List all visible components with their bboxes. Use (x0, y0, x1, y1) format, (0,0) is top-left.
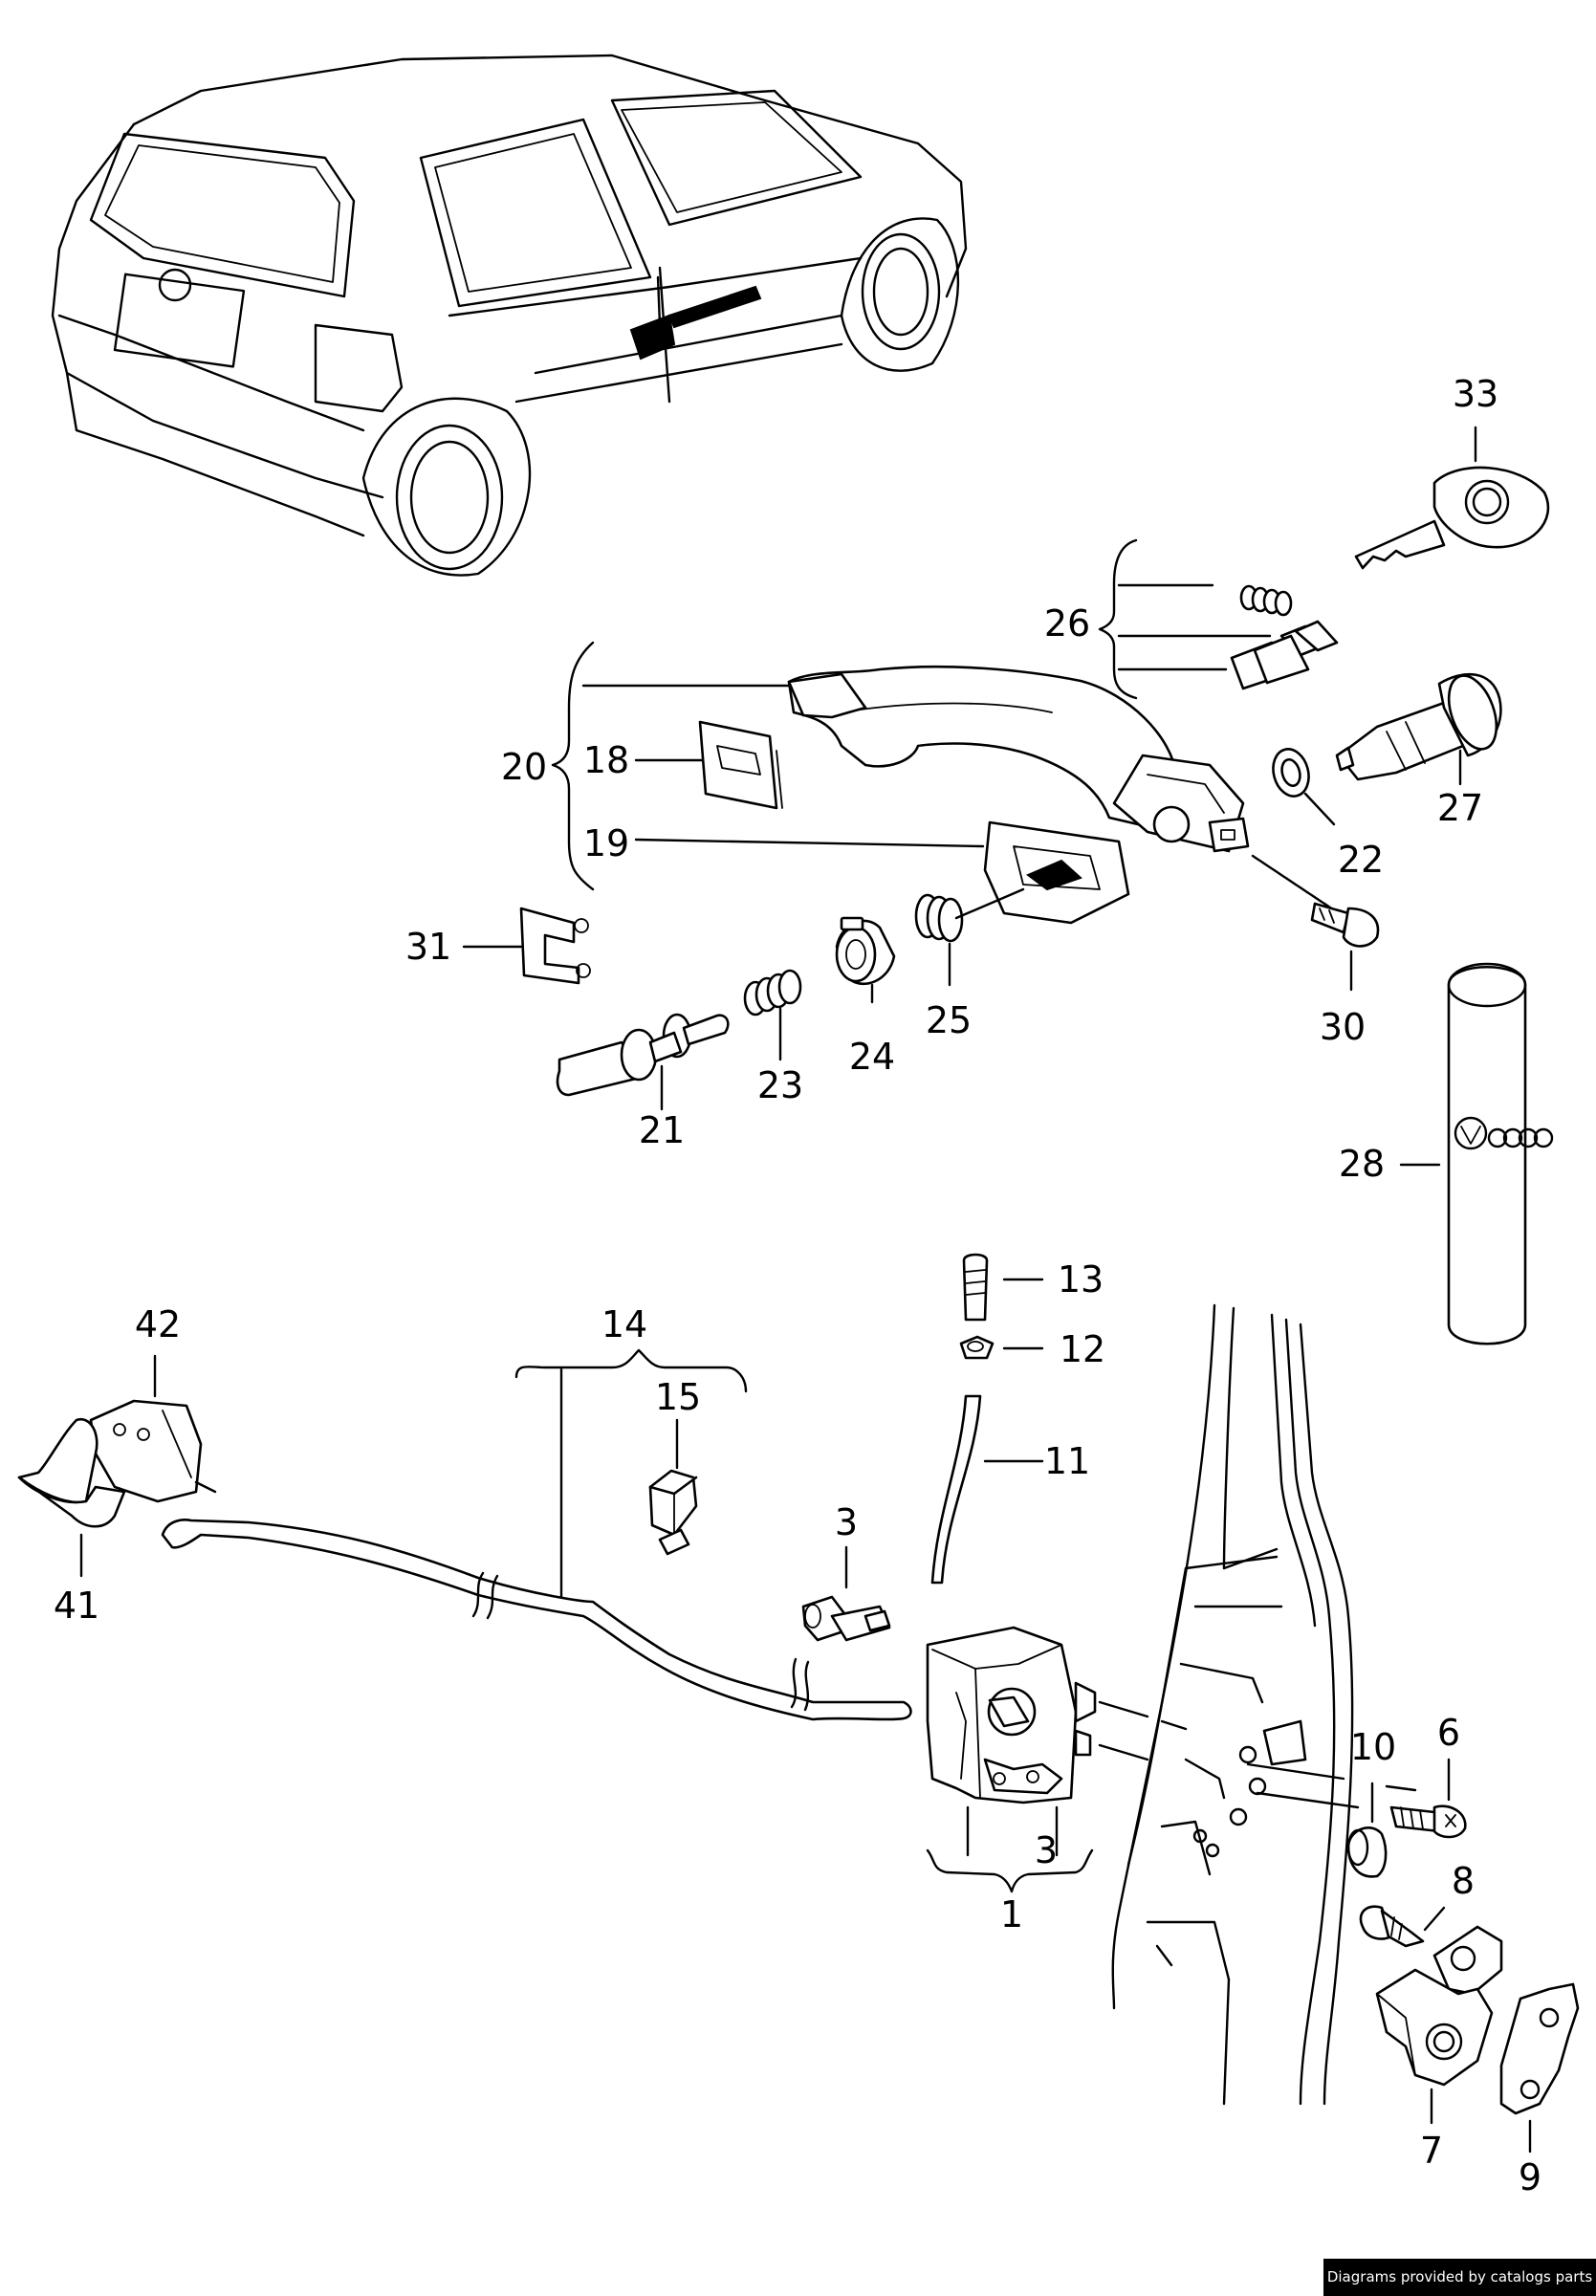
car-illustration (51, 54, 968, 577)
callout-22: 22 (1338, 839, 1384, 881)
callout-30: 30 (1320, 1006, 1366, 1048)
callout-25: 25 (926, 999, 972, 1041)
rod-assembly (556, 887, 1025, 1111)
handle-41 (17, 1417, 126, 1578)
callout-24: 24 (849, 1036, 895, 1078)
key-33 (1354, 426, 1550, 570)
plug-10 (1346, 1782, 1388, 1878)
rod-11 (930, 1394, 1044, 1585)
callout-42: 42 (135, 1303, 181, 1345)
gasket-19 (634, 820, 1130, 925)
callout-1: 1 (1000, 1893, 1023, 1935)
callout-21: 21 (639, 1109, 685, 1151)
callout-6: 6 (1437, 1712, 1460, 1754)
shim-9 (1499, 1982, 1580, 2154)
callout-7: 7 (1420, 2130, 1443, 2172)
callout-11: 11 (1044, 1440, 1090, 1482)
striker-7 (1375, 1925, 1503, 2125)
cover-42 (89, 1354, 217, 1503)
ring-22 (1272, 748, 1336, 826)
callout-12: 12 (1060, 1328, 1105, 1370)
callout-33: 33 (1453, 373, 1498, 415)
clip-15 (648, 1418, 698, 1556)
clip-31 (462, 907, 591, 985)
washer-12 (959, 1335, 1044, 1360)
callout-18: 18 (583, 739, 629, 781)
callout-23: 23 (757, 1064, 803, 1106)
callout-3-lock: 3 (1035, 1829, 1058, 1871)
callout-10: 10 (1350, 1726, 1396, 1768)
screw-8 (1359, 1905, 1446, 1948)
screw-6 (1389, 1758, 1467, 1839)
callout-26: 26 (1044, 602, 1090, 645)
door-handle-20 (551, 641, 1250, 891)
callout-41: 41 (54, 1585, 99, 1627)
callout-31: 31 (405, 926, 451, 968)
bracket-26 (1098, 538, 1339, 700)
callout-14: 14 (601, 1303, 647, 1345)
bolt-13 (962, 1253, 1044, 1322)
credit-banner: Diagrams provided by catalogs parts (1323, 2259, 1596, 2296)
lock-cylinder-27 (1335, 672, 1502, 786)
screw-30 (1251, 854, 1380, 992)
door-frame (1111, 1303, 1417, 2106)
callout-labels: 33 26 20 18 19 27 22 31 30 25 24 23 21 2… (54, 373, 1541, 2198)
callout-19: 19 (583, 822, 629, 864)
switch-3 (801, 1545, 891, 1642)
label-plate-18 (634, 720, 783, 810)
callout-20: 20 (501, 746, 547, 788)
callout-15: 15 (655, 1376, 701, 1418)
spray-can-28 (1399, 962, 1554, 1345)
callout-8: 8 (1452, 1860, 1475, 1902)
callout-28: 28 (1339, 1143, 1385, 1185)
cable-14 (161, 1348, 912, 1721)
callout-27: 27 (1437, 787, 1483, 829)
callout-3-switch: 3 (835, 1501, 858, 1543)
callout-13: 13 (1058, 1258, 1104, 1301)
lock-1 (926, 1626, 1188, 1893)
callout-9: 9 (1519, 2156, 1541, 2198)
